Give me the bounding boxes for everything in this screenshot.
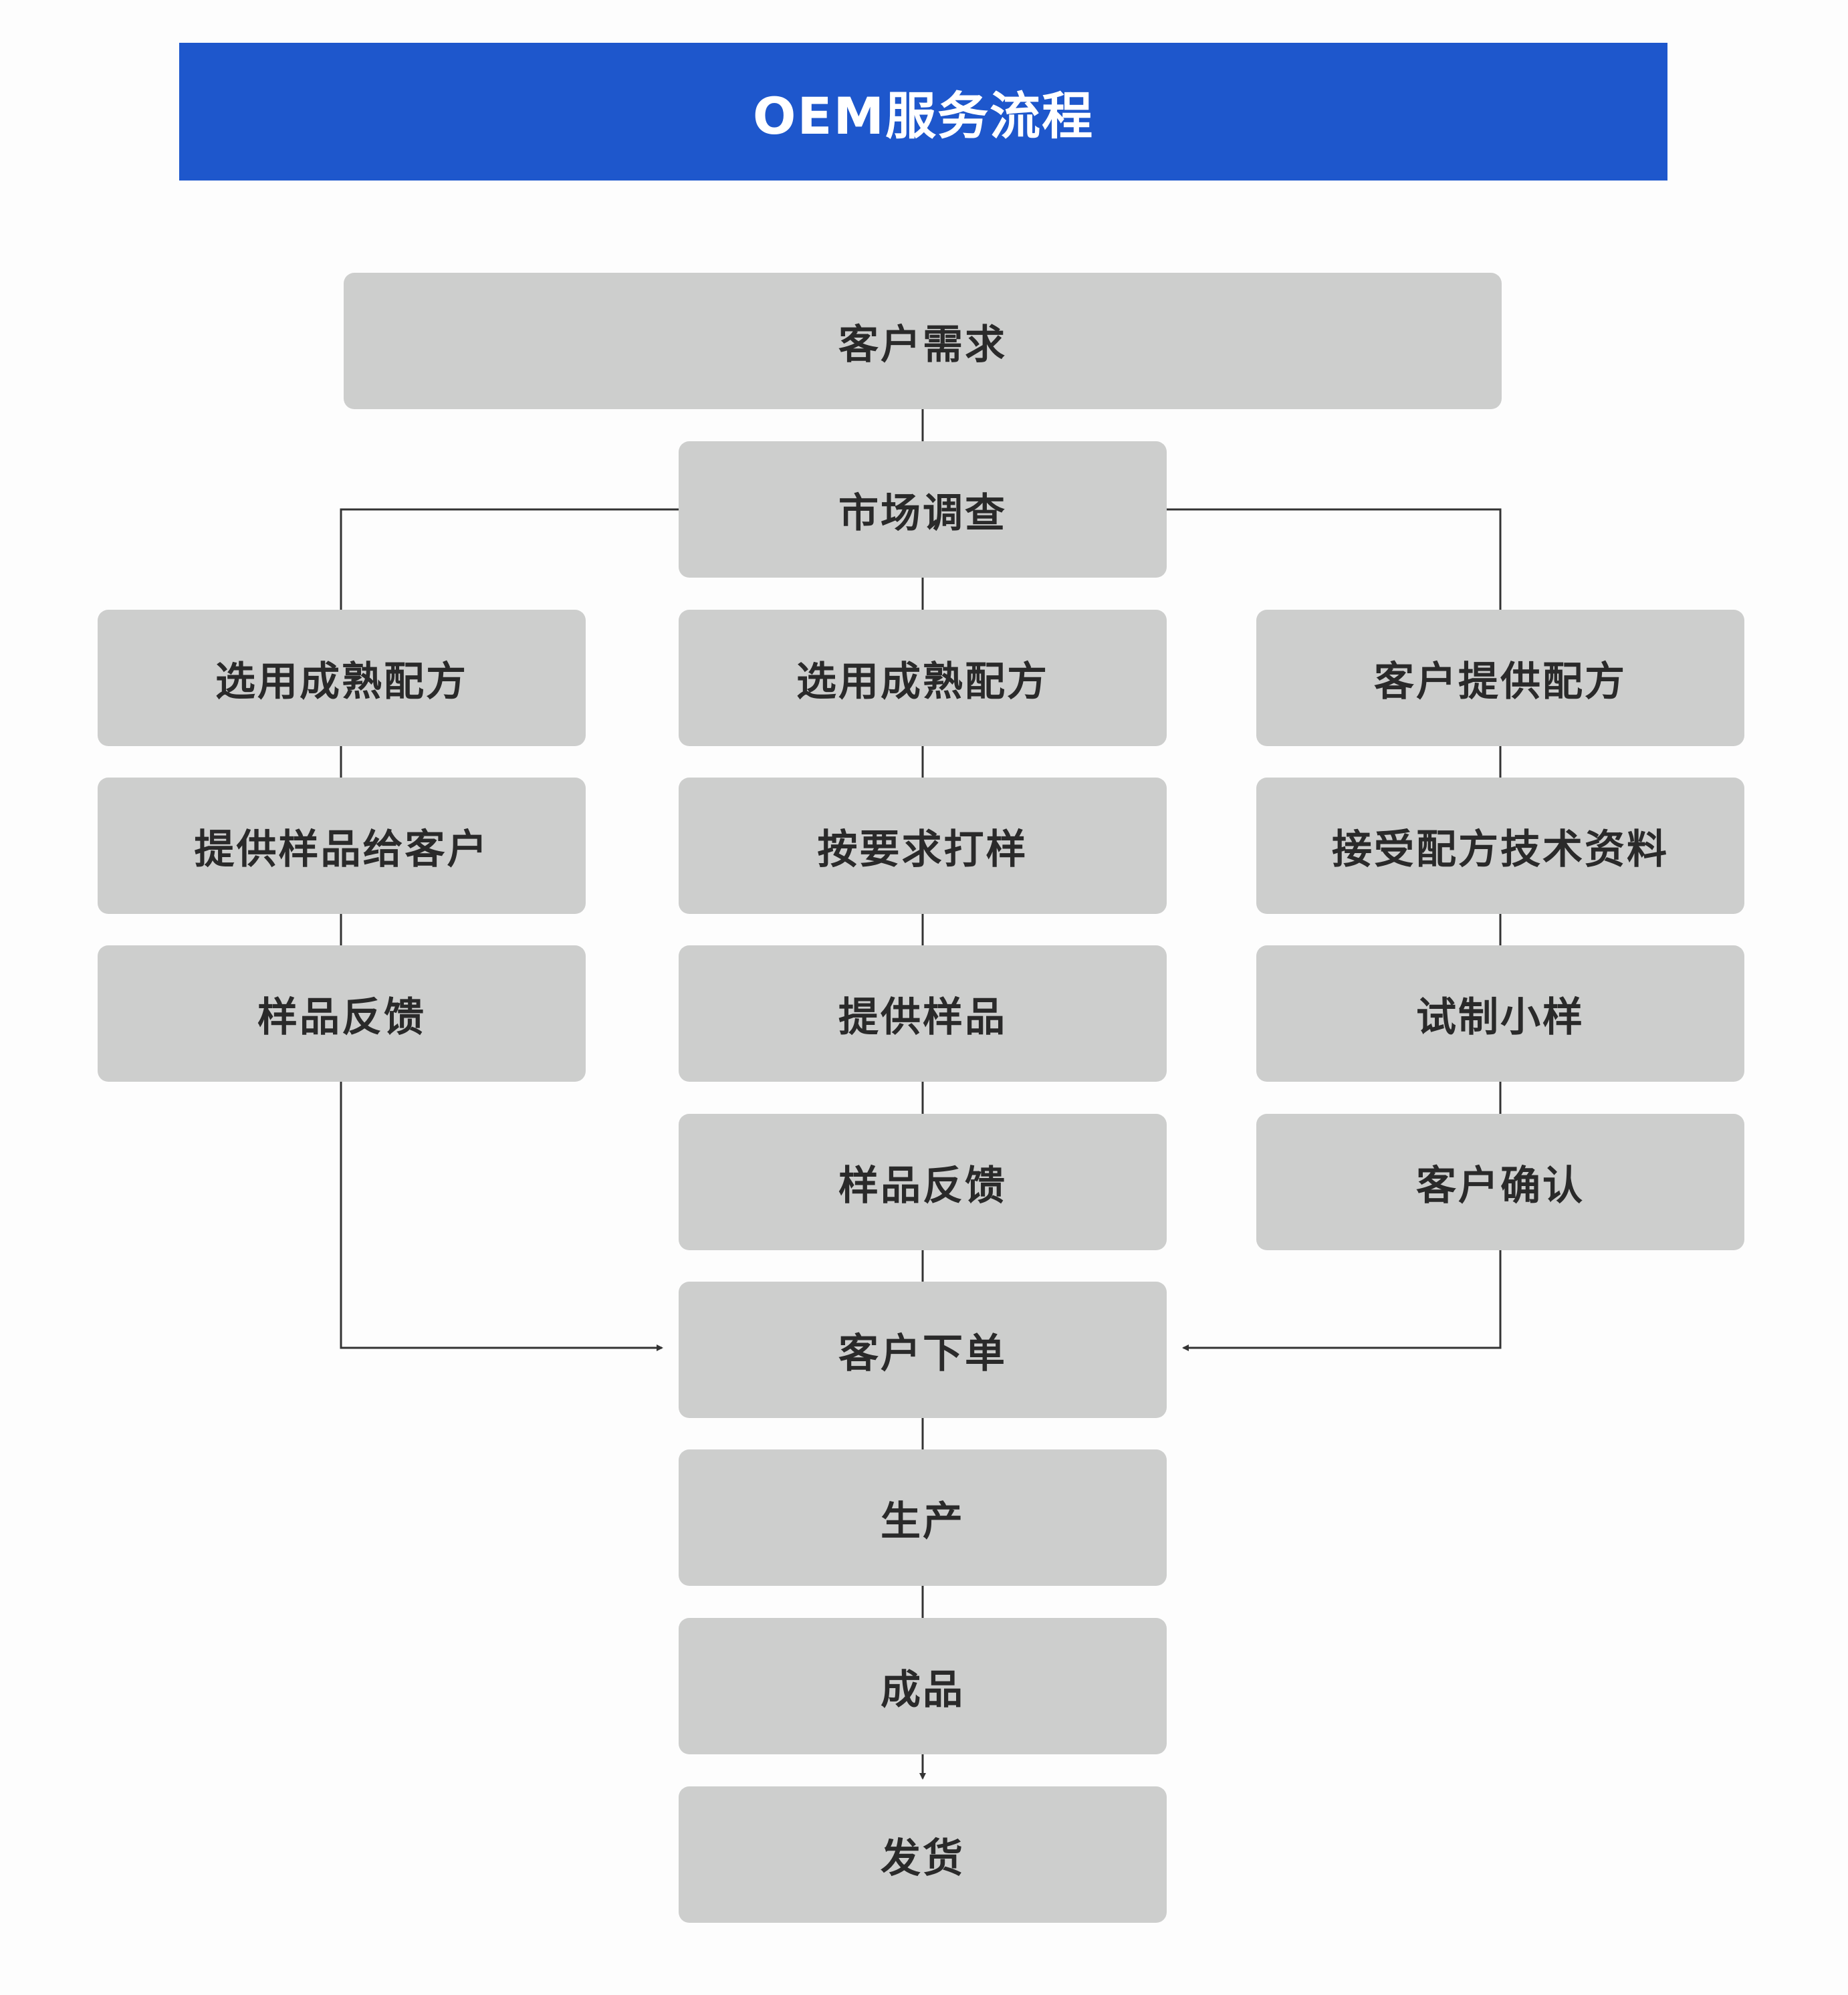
node-customer-order: 客户下单 <box>679 1282 1167 1418</box>
node-label: 选用成熟配方 <box>796 658 1049 705</box>
node-right-1: 客户提供配方 <box>1256 610 1744 746</box>
node-label: 发货 <box>881 1835 965 1882</box>
node-left-1: 选用成熟配方 <box>98 610 586 746</box>
connector-research-right <box>1167 508 1502 610</box>
node-right-4: 客户确认 <box>1256 1114 1744 1250</box>
node-center-3: 提供样品 <box>679 945 1167 1082</box>
connector-right-to-order <box>1182 1250 1502 1351</box>
title-banner: OEM服务流程 <box>179 43 1667 181</box>
node-label: 市场调查 <box>838 489 1007 537</box>
node-center-1: 选用成熟配方 <box>679 610 1167 746</box>
node-label: 客户下单 <box>838 1330 1007 1377</box>
node-label: 生产 <box>881 1498 965 1545</box>
node-label: 按要求打样 <box>817 826 1028 873</box>
node-market-research: 市场调查 <box>679 441 1167 578</box>
node-label: 选用成熟配方 <box>215 658 468 705</box>
node-customer-demand: 客户需求 <box>344 273 1502 409</box>
node-label: 提供样品给客户 <box>194 826 489 873</box>
node-label: 样品反馈 <box>257 993 426 1041</box>
node-label: 提供样品 <box>838 993 1007 1041</box>
node-center-4: 样品反馈 <box>679 1114 1167 1250</box>
node-label: 客户提供配方 <box>1374 658 1627 705</box>
node-left-2: 提供样品给客户 <box>98 778 586 914</box>
node-center-2: 按要求打样 <box>679 778 1167 914</box>
node-label: 接受配方技术资料 <box>1332 826 1669 873</box>
diagram-title: OEM服务流程 <box>752 86 1094 146</box>
node-right-3: 试制小样 <box>1256 945 1744 1082</box>
node-finished-product: 成品 <box>679 1618 1167 1754</box>
node-label: 客户需求 <box>838 321 1007 368</box>
connector-left-to-order <box>340 1082 663 1351</box>
node-left-3: 样品反馈 <box>98 945 586 1082</box>
node-label: 样品反馈 <box>838 1162 1007 1209</box>
node-label: 成品 <box>881 1666 965 1714</box>
node-label: 客户确认 <box>1416 1162 1585 1209</box>
node-shipping: 发货 <box>679 1786 1167 1923</box>
node-production: 生产 <box>679 1449 1167 1586</box>
connector-research-left <box>340 508 679 610</box>
node-label: 试制小样 <box>1416 993 1585 1041</box>
node-right-2: 接受配方技术资料 <box>1256 778 1744 914</box>
